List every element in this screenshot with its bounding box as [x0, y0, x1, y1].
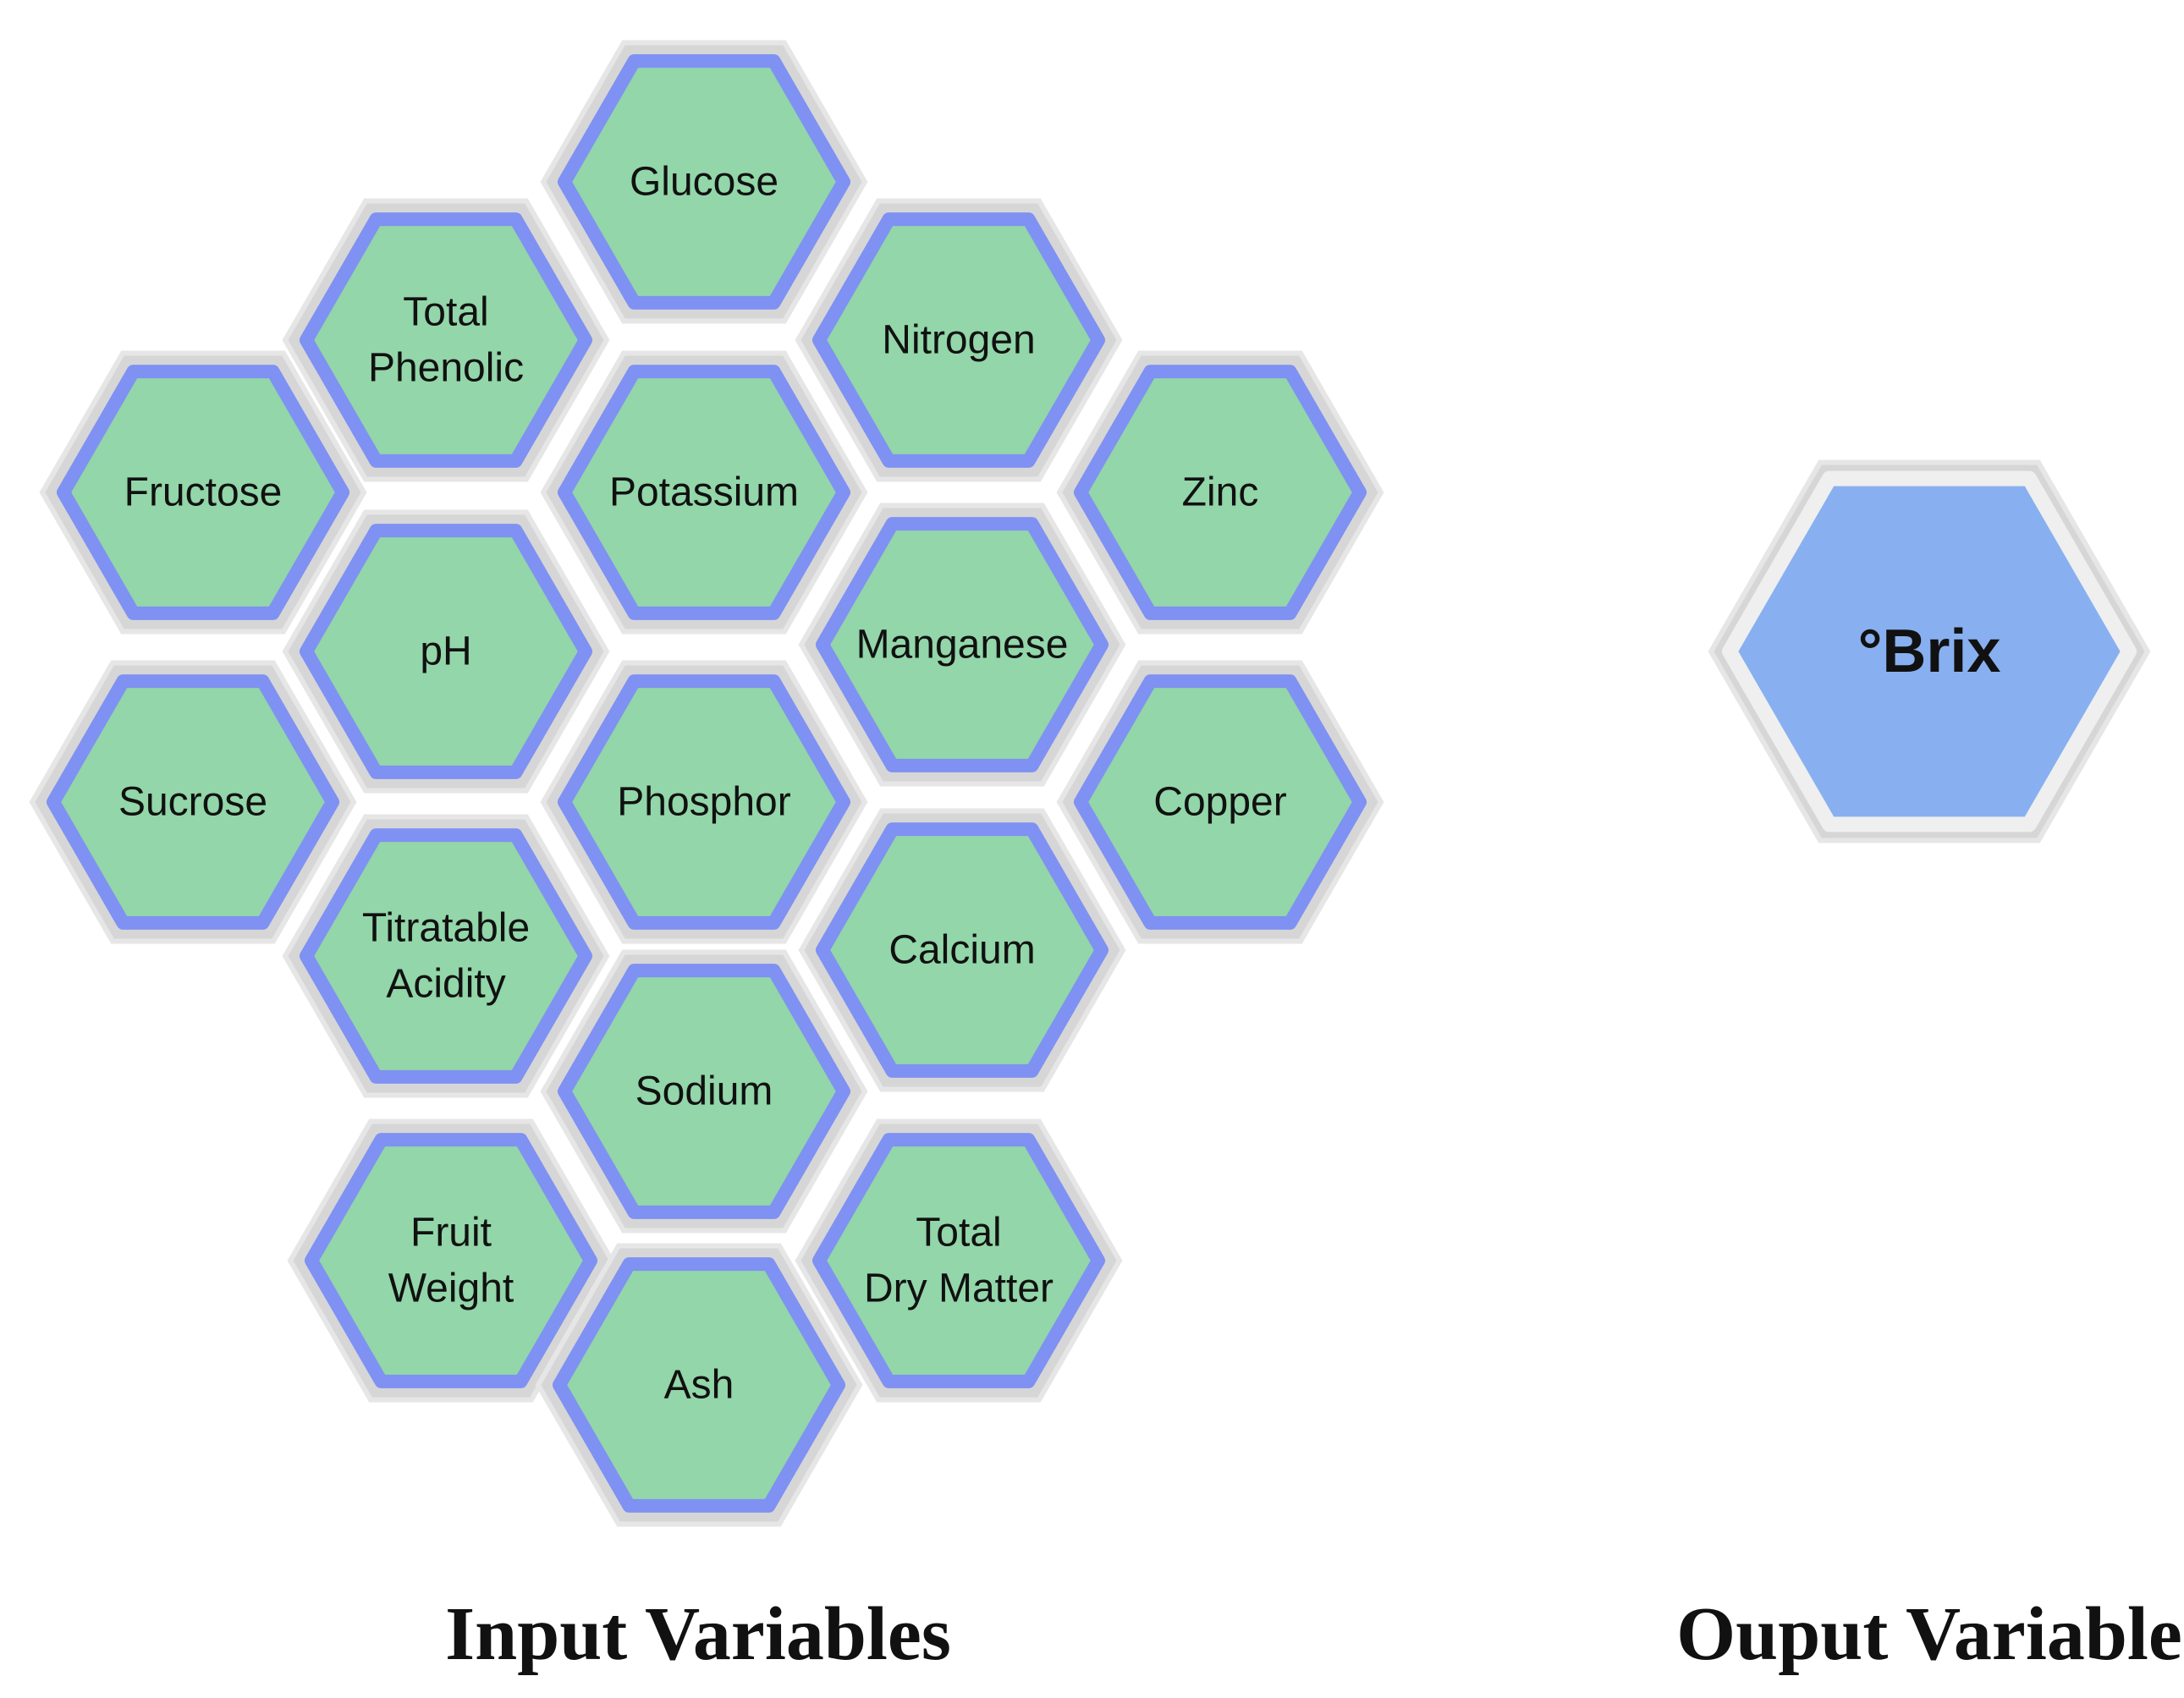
input-label-ph: pH — [420, 629, 471, 674]
input-node-potassium: Potassium — [540, 350, 868, 635]
hexagon-shape — [816, 517, 1109, 772]
input-node-nitrogen: Nitrogen — [795, 198, 1123, 482]
hexagon-shape — [300, 828, 592, 1084]
input-node-manganese: Manganese — [798, 503, 1126, 787]
hexagon-shape — [558, 674, 850, 930]
input-node-sodium: Sodium — [540, 949, 868, 1234]
input-node-glucose: Glucose — [540, 40, 868, 324]
output-label-brix: °Brix — [1858, 618, 2001, 685]
hexagon-shape — [300, 212, 592, 468]
input-label-potassium: Potassium — [609, 470, 799, 515]
input-node-copper: Copper — [1056, 660, 1384, 944]
output-variable-group: °Brix — [1708, 459, 2151, 844]
input-label-glucose: Glucose — [630, 160, 778, 205]
input-label-zinc: Zinc — [1182, 470, 1259, 515]
input-label-calcium: Calcium — [888, 928, 1035, 973]
input-node-ph: pH — [282, 509, 610, 794]
input-node-sucrose: Sucrose — [29, 660, 357, 944]
hexagon-shape — [1074, 674, 1367, 930]
hexagon-shape — [305, 1133, 597, 1388]
hexagon-shape — [1074, 365, 1367, 620]
hexagon-shape — [812, 1133, 1105, 1388]
hexagon-shape — [558, 365, 850, 620]
input-label-sodium: Sodium — [635, 1069, 773, 1114]
hexagon-shape — [558, 54, 850, 310]
input-node-phosphor: Phosphor — [540, 660, 868, 944]
input-variables-caption: Input Variables — [445, 1592, 951, 1676]
input-label-phosphor: Phosphor — [617, 780, 790, 825]
hexagon-shape — [47, 674, 339, 930]
input-node-calcium: Calcium — [798, 808, 1126, 1092]
input-label-nitrogen: Nitrogen — [882, 318, 1035, 363]
input-node-ash: Ash — [535, 1243, 863, 1527]
output-hexagon-shape — [1722, 470, 2137, 833]
hexagon-shape — [553, 1257, 845, 1513]
hexagon-shape — [816, 822, 1109, 1078]
input-node-zinc: Zinc — [1056, 350, 1384, 635]
input-label-copper: Copper — [1153, 780, 1286, 825]
hexagon-shape — [558, 964, 850, 1219]
hexagon-shape — [300, 524, 592, 779]
input-label-manganese: Manganese — [856, 623, 1069, 668]
output-variable-caption: Ouput Variable — [1676, 1592, 2182, 1676]
input-label-fructose: Fructose — [124, 470, 283, 515]
input-label-sucrose: Sucrose — [118, 780, 267, 825]
input-node-fructose: Fructose — [39, 350, 367, 635]
hexagon-shape — [812, 212, 1105, 468]
hexagon-shape — [57, 365, 349, 620]
input-label-ash: Ash — [664, 1363, 734, 1408]
